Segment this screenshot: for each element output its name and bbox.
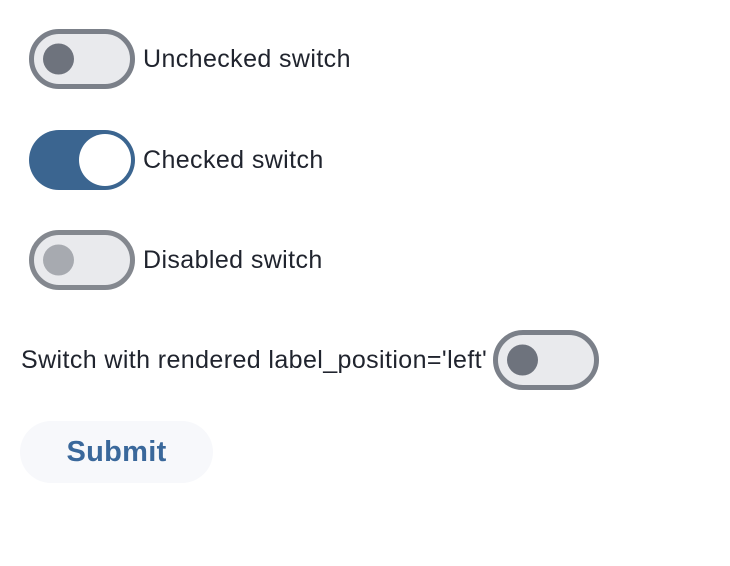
switch-row-label-left: Switch with rendered label_position='lef… xyxy=(21,330,600,390)
switch-row-checked: Checked switch xyxy=(29,130,324,190)
switch-thumb xyxy=(79,134,131,186)
switch-thumb xyxy=(507,344,539,376)
unchecked-switch-label: Unchecked switch xyxy=(143,44,351,73)
switch-row-unchecked: Unchecked switch xyxy=(29,29,351,89)
checked-switch[interactable] xyxy=(29,130,135,190)
switch-thumb xyxy=(43,43,74,75)
disabled-switch xyxy=(29,230,135,290)
switch-row-disabled: Disabled switch xyxy=(29,230,323,290)
checked-switch-label: Checked switch xyxy=(143,145,324,174)
submit-button[interactable]: Submit xyxy=(20,421,213,483)
disabled-switch-label: Disabled switch xyxy=(143,245,323,274)
switch-thumb xyxy=(43,244,74,276)
unchecked-switch[interactable] xyxy=(29,29,135,89)
left-label-switch[interactable] xyxy=(493,330,600,390)
left-label-switch-label: Switch with rendered label_position='lef… xyxy=(21,345,488,374)
